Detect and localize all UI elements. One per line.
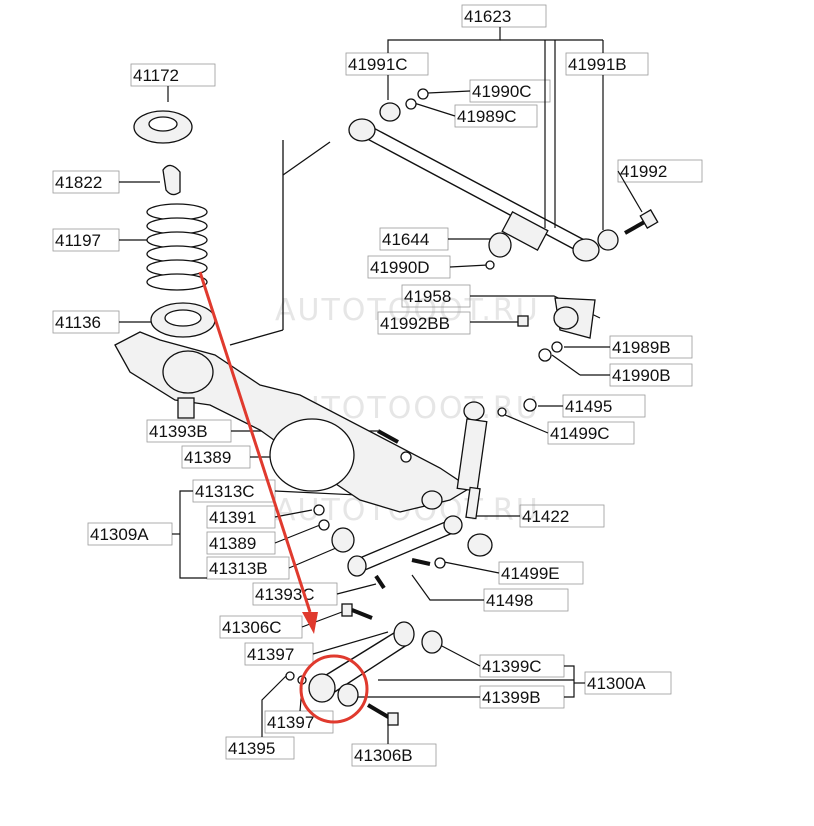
label-41990B-text: 41990B	[612, 366, 671, 385]
label-41644-text: 41644	[382, 230, 429, 249]
label-41313C: 41313C	[192, 479, 276, 503]
label-41989B-text: 41989B	[612, 338, 671, 357]
label-41313B-text: 41313B	[209, 559, 268, 578]
label-41991C-text: 41991C	[348, 55, 408, 74]
label-41399B-text: 41399B	[482, 688, 541, 707]
lateral-rod	[348, 88, 619, 270]
label-41822: 41822	[52, 170, 120, 194]
label-41989C-text: 41989C	[457, 107, 517, 126]
label-41300A-text: 41300A	[587, 674, 646, 693]
label-41958-text: 41958	[404, 287, 451, 306]
label-41309A: 41309A	[87, 522, 173, 546]
label-41313B: 41313B	[206, 556, 290, 580]
label-41399B: 41399B	[479, 685, 565, 709]
label-41309A-text: 41309A	[90, 525, 149, 544]
label-41991C: 41991C	[345, 52, 429, 76]
label-41395: 41395	[225, 736, 295, 760]
label-41399C: 41399C	[479, 654, 565, 678]
label-41313C-text: 41313C	[195, 482, 255, 501]
label-41391-text: 41391	[209, 508, 256, 527]
label-41172: 41172	[130, 63, 216, 87]
label-41990D-text: 41990D	[370, 258, 430, 277]
lower-spring-seat	[150, 302, 216, 338]
label-41306C: 41306C	[219, 615, 303, 639]
lower-control-arm	[285, 621, 443, 707]
upper-spring-seat	[133, 110, 193, 144]
label-41393B: 41393B	[146, 419, 232, 443]
label-41393C: 41393C	[252, 582, 338, 606]
red-highlight-circle	[299, 654, 369, 724]
label-41989B: 41989B	[609, 335, 693, 359]
label-41499C: 41499C	[547, 421, 635, 445]
red-arrow-head-icon	[302, 612, 318, 634]
label-41990C: 41990C	[469, 79, 551, 103]
label-41991B: 41991B	[565, 52, 649, 76]
rear-axle-housing	[114, 140, 472, 513]
label-41197: 41197	[52, 228, 120, 252]
label-41306B-text: 41306B	[354, 746, 413, 765]
label-41399C-text: 41399C	[482, 657, 542, 676]
bolt-41306B	[366, 703, 399, 726]
nut-41389-upper	[400, 451, 412, 463]
label-41623: 41623	[461, 4, 547, 28]
label-41393C-text: 41393C	[255, 585, 315, 604]
label-41136: 41136	[52, 310, 120, 334]
bolt-41306C	[341, 603, 373, 620]
highlight-annotation	[198, 271, 369, 724]
label-41991B-text: 41991B	[568, 55, 627, 74]
label-41623-text: 41623	[464, 7, 511, 26]
label-41389-upper: 41389	[181, 445, 251, 469]
label-41499C-text: 41499C	[550, 424, 610, 443]
label-41992BB-text: 41992BB	[380, 314, 450, 333]
upper-control-arm	[313, 490, 463, 577]
label-41397-lower: 41397	[264, 710, 334, 734]
label-41389-upper-text: 41389	[184, 448, 231, 467]
label-41990D: 41990D	[367, 255, 451, 279]
shock-absorber	[456, 398, 537, 557]
label-41393B-text: 41393B	[149, 422, 208, 441]
label-41306C-text: 41306C	[222, 618, 282, 637]
label-41306B: 41306B	[351, 743, 437, 767]
bolt-41498	[411, 557, 446, 569]
bracket-41958	[517, 297, 596, 362]
label-41395-text: 41395	[228, 739, 275, 758]
bump-stopper	[162, 164, 181, 196]
bolt-41992	[624, 209, 659, 235]
label-41397-lower-text: 41397	[267, 713, 314, 732]
label-41822-text: 41822	[55, 173, 102, 192]
label-41990C-text: 41990C	[472, 82, 532, 101]
label-41397-upper-text: 41397	[247, 645, 294, 664]
label-41136-text: 41136	[55, 313, 101, 332]
label-41422: 41422	[519, 504, 605, 528]
label-41197-text: 41197	[55, 231, 101, 250]
label-41989C: 41989C	[454, 104, 538, 128]
label-41992-text: 41992	[620, 162, 667, 181]
label-41990B: 41990B	[609, 363, 693, 387]
label-41644: 41644	[379, 227, 449, 251]
label-41172-text: 41172	[133, 66, 179, 85]
bolt-41393C	[374, 574, 386, 590]
label-41992: 41992	[617, 159, 703, 183]
bolt-41393B	[377, 429, 399, 444]
coil-spring	[146, 203, 208, 291]
label-41495-text: 41495	[565, 397, 612, 416]
label-41499E-text: 41499E	[501, 564, 560, 583]
label-41992BB: 41992BB	[377, 311, 471, 335]
label-41389-lower: 41389	[206, 531, 276, 555]
label-41389-lower-text: 41389	[209, 534, 256, 553]
red-pointer-arrow-line	[198, 271, 312, 613]
label-41498-text: 41498	[486, 591, 533, 610]
label-41498: 41498	[483, 588, 569, 612]
label-41397-upper: 41397	[244, 642, 314, 666]
label-41300A: 41300A	[584, 671, 672, 695]
label-41495: 41495	[562, 394, 646, 418]
label-41499E: 41499E	[498, 561, 584, 585]
label-41391: 41391	[206, 505, 276, 529]
label-41422-text: 41422	[522, 507, 569, 526]
